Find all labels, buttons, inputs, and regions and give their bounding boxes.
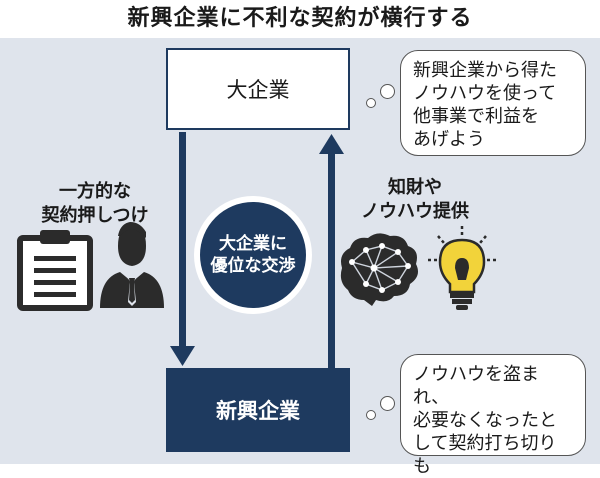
big-corp-thought-line-1: 新興企業から得た xyxy=(413,60,557,81)
ip-provision-line-2: ノウハウ提供 xyxy=(361,201,469,222)
startup-thought-line-1: ノウハウを盗まれ、 xyxy=(413,364,539,408)
big-corp-thought-line-2: ノウハウを使って xyxy=(413,83,557,104)
arrows-layer xyxy=(170,132,344,368)
startup-thought-line-4: も xyxy=(413,456,431,477)
bubble-top-tail-large xyxy=(380,84,395,99)
bubble-bottom-tail-large xyxy=(380,396,395,411)
negotiation-circle: 大企業に 優位な交渉 xyxy=(194,196,312,314)
big-corp-thought-bubble: 新興企業から得た ノウハウを使って 他事業で利益を あげよう xyxy=(400,50,586,156)
ip-provision-label: 知財や ノウハウ提供 xyxy=(350,176,480,224)
big-corporation-box: 大企業 xyxy=(166,48,350,130)
big-corp-thought-line-3: 他事業で利益を xyxy=(413,106,539,127)
startup-thought-bubble: ノウハウを盗まれ、 必要なくなったと して契約打ち切り も xyxy=(400,354,586,477)
coercion-line-2: 契約押しつけ xyxy=(41,205,149,226)
down-arrow xyxy=(170,132,195,366)
bubble-bottom-tail-small xyxy=(366,410,376,420)
big-corporation-label: 大企業 xyxy=(226,78,290,102)
startup-thought-line-2: 必要なくなったと xyxy=(413,410,557,431)
ip-provision-line-1: 知財や xyxy=(388,177,442,198)
bubble-top-tail-small xyxy=(366,98,376,108)
startup-label: 新興企業 xyxy=(216,399,300,423)
diagram-title: 新興企業に不利な契約が横行する xyxy=(127,6,473,31)
coercion-line-1: 一方的な xyxy=(59,181,131,202)
coercion-label: 一方的な 契約押しつけ xyxy=(20,180,170,228)
negotiation-circle-inner: 大企業に 優位な交渉 xyxy=(200,202,306,308)
up-arrow xyxy=(319,134,344,368)
negotiation-line-1: 大企業に xyxy=(219,234,287,254)
startup-thought-line-3: して契約打ち切り xyxy=(413,433,557,454)
big-corp-thought-line-4: あげよう xyxy=(413,129,485,150)
negotiation-line-2: 優位な交渉 xyxy=(210,256,296,276)
startup-box: 新興企業 xyxy=(166,368,350,452)
